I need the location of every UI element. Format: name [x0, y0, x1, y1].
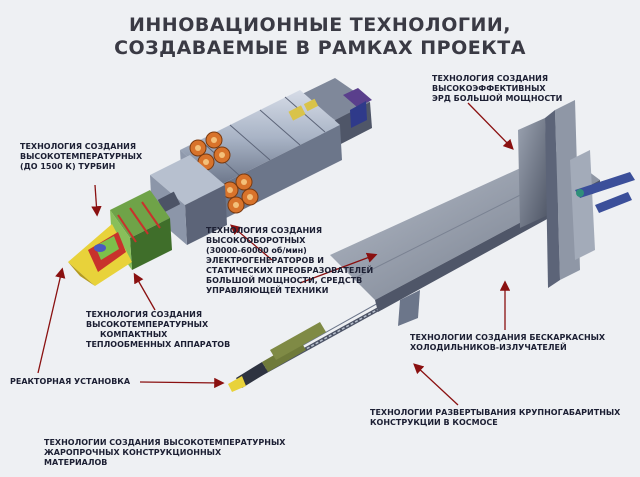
- arrow-reactor-2: [139, 377, 225, 389]
- reactor-module-assembly: [68, 78, 372, 286]
- converter-block: [150, 155, 227, 245]
- arrow-erd: [467, 102, 514, 150]
- title-line-2: СОЗДАВАЕМЫЕ В РАМКАХ ПРОЕКТА: [114, 37, 526, 59]
- arrow-deployment: [413, 363, 459, 406]
- arrow-turbines: [91, 184, 102, 217]
- label-deployment: ТЕХНОЛОГИИ РАЗВЕРТЫВАНИЯ КРУПНОГАБАРИТНЫ…: [370, 408, 621, 427]
- arrow-generators-2: [299, 252, 378, 284]
- label-heat-exchangers: ТЕХНОЛОГИЯ СОЗДАНИЯ ВЫСОКОТЕМПЕРАТУРНЫХ …: [86, 310, 231, 349]
- label-erd: ТЕХНОЛОГИЯ СОЗДАНИЯ ВЫСОКОЭФФЕКТИВНЫХ ЭР…: [432, 74, 563, 103]
- arrow-reactor: [37, 267, 66, 374]
- label-radiators: ТЕХНОЛОГИИ СОЗДАНИЯ БЕСКАРКАСНЫХ ХОЛОДИЛ…: [410, 333, 606, 352]
- title-line-1: ИННОВАЦИОННЫЕ ТЕХНОЛОГИИ,: [128, 14, 511, 36]
- arrow-generators: [230, 224, 273, 261]
- label-reactor: РЕАКТОРНАЯ УСТАНОВКА: [10, 377, 131, 386]
- reactor-cone: [68, 224, 132, 286]
- turbine-discs: [189, 131, 259, 214]
- rear-frame: [545, 100, 595, 288]
- label-turbines: ТЕХНОЛОГИЯ СОЗДАНИЯ ВЫСОКОТЕМПЕРАТУРНЫХ …: [20, 142, 143, 171]
- deployed-spacecraft: [228, 100, 635, 392]
- pointer-arrows: [37, 102, 514, 406]
- solar-arrays: [575, 172, 635, 213]
- vertical-radiator-panel: [398, 118, 548, 326]
- label-materials: ТЕХНОЛОГИИ СОЗДАНИЯ ВЫСОКОТЕМПЕРАТУРНЫХ …: [44, 438, 286, 467]
- arrow-heat-exchangers: [133, 272, 156, 311]
- label-generators: ТЕХНОЛОГИЯ СОЗДАНИЯ ВЫСОКООБОРОТНЫХ (300…: [206, 226, 374, 295]
- boom-reactor-head: [228, 322, 326, 392]
